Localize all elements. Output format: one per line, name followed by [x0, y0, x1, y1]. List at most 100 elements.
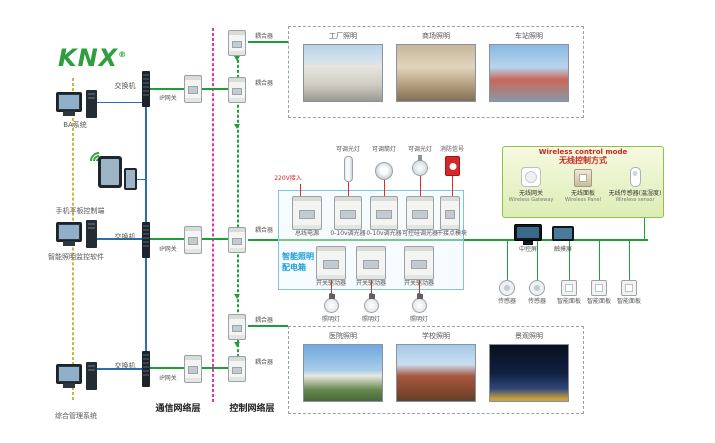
- pc1-link-line: [96, 102, 145, 103]
- row2-link-b: [202, 238, 228, 240]
- lamp-icon-3: [412, 298, 427, 313]
- wireless-sensor-icon: [629, 167, 641, 188]
- wireless-sensor-label-en: Wireless sensor: [615, 197, 655, 204]
- coupler-top-scene-line: [248, 41, 288, 43]
- coupler-icon-5: [228, 356, 246, 382]
- tablet-icon: [98, 156, 122, 188]
- switch-icon-3: [142, 351, 150, 387]
- module-drycontact-label: 干接点模块: [436, 230, 468, 237]
- wireless-gateway-label-en: Wireless Gateway: [508, 197, 554, 204]
- coupler-label-2: 耦合器: [254, 80, 274, 87]
- row1-link-b: [202, 88, 228, 90]
- communication-layer-label: 通信网络层: [155, 404, 201, 414]
- ip-gateway-label-2: IP网关: [159, 246, 177, 253]
- lamp-icon-2: [364, 298, 379, 313]
- scene-photo-factory: [303, 44, 383, 102]
- pc2-link-line: [96, 238, 145, 240]
- smart-panel-label-3: 智能面板: [616, 298, 642, 305]
- monitor-software-label: 智能照明监控软件: [48, 253, 104, 261]
- mains-input-line: [300, 184, 301, 196]
- lamp-label-2: 照明灯: [361, 316, 381, 323]
- module-dimmer1-label: 0-10v调光器: [330, 230, 366, 237]
- coupler-icon-1: [228, 30, 246, 56]
- pc-monitor-sw-icon: [56, 222, 82, 242]
- panel1-drop-line: [569, 241, 570, 280]
- coupler-label-4: 耦合器: [254, 317, 274, 324]
- row3-link-a: [150, 367, 184, 369]
- module-dimmer2-label: 0-10v调光器: [366, 230, 402, 237]
- wireless-gateway-label-cn: 无线网关: [518, 190, 543, 198]
- load-line-3: [420, 176, 421, 196]
- scene-photo-landscape: [489, 344, 569, 402]
- smart-panel-icon-2: [591, 280, 607, 296]
- wireless-panel-label-cn: 无线面板: [570, 190, 595, 198]
- touch-screen-icon: [552, 226, 574, 241]
- module-bus-power-label: 总线电源: [294, 230, 320, 237]
- scene-label-landscape: 景观照明: [515, 332, 543, 340]
- coupler-icon-2: [228, 77, 246, 103]
- smart-panel-label-2: 智能面板: [586, 298, 612, 305]
- scene-photo-station: [489, 44, 569, 102]
- module-triac-label: 可控硅调光器: [401, 230, 439, 237]
- ip-gateway-label-3: IP网关: [159, 375, 177, 382]
- touch-screen-label: 触摸屏: [553, 246, 573, 253]
- mains-input-label: 220V接入: [274, 175, 302, 182]
- row1-link-a: [150, 88, 184, 90]
- wireless-sensor-label-cn: 无线传感器(温湿度): [608, 190, 662, 198]
- switch-label-1: 交换机: [114, 82, 136, 90]
- fire-signal-label: 消防信号: [439, 146, 465, 153]
- distbox-title-line2: 配电箱: [282, 263, 306, 272]
- module-dimmer-010v-1: [334, 196, 362, 230]
- scene-label-station: 车站照明: [515, 32, 543, 40]
- knx-logo: KNX®: [58, 44, 128, 72]
- backbone-arrow-3: [234, 294, 240, 299]
- lamp-label-3: 照明灯: [409, 316, 429, 323]
- load-line-4: [452, 176, 453, 196]
- ip-gateway-icon-2: [184, 226, 202, 254]
- coupler-label-5: 耦合器: [254, 359, 274, 366]
- central-screen-label: 中控屏: [518, 246, 538, 253]
- tube-light-icon: [344, 156, 353, 182]
- module-dry-contact: [440, 196, 460, 230]
- sensor1-drop-line: [507, 241, 508, 280]
- wireless-control-box: Wireless control mode 无线控制方式 无线网关 Wirele…: [502, 146, 664, 218]
- scene-label-mall: 商场照明: [422, 32, 450, 40]
- module-dimmer-010v-2: [370, 196, 398, 230]
- smart-panel-label-1: 智能面板: [556, 298, 582, 305]
- wireless-sensor-item: 无线传感器(温湿度) Wireless sensor: [609, 167, 661, 203]
- dimmable-downlight-label: 可调筒灯: [371, 146, 397, 153]
- panel2-drop-line: [599, 241, 600, 280]
- wireless-panel-label-en: Wireless Panel: [565, 197, 601, 204]
- lamp-line-2: [371, 280, 372, 298]
- ip-gateway-icon-3: [184, 355, 202, 383]
- pc3-link-line: [96, 368, 145, 370]
- scene-label-hospital: 医院照明: [329, 332, 357, 340]
- wireless-drop-line: [644, 218, 645, 239]
- ceiling-lamp-icon: [412, 160, 428, 176]
- mgmt-system-label: 综合管理系统: [55, 412, 97, 420]
- coupler-label-1: 耦合器: [254, 33, 274, 40]
- wireless-panel-item: 无线面板 Wireless Panel: [557, 169, 609, 203]
- lamp-icon-1: [324, 298, 339, 313]
- sensor-icon-1: [499, 280, 515, 296]
- sensor-label-2: 传感器: [527, 298, 547, 305]
- sensor-icon-2: [529, 280, 545, 296]
- ip-gateway-label-1: IP网关: [159, 95, 177, 102]
- coupler-icon-4: [228, 314, 246, 340]
- wireless-items: 无线网关 Wireless Gateway 无线面板 Wireless Pane…: [503, 167, 663, 203]
- mobile-label: 手机平板控制端: [55, 207, 105, 215]
- lamp-label-1: 照明灯: [321, 316, 341, 323]
- wireless-title-cn: 无线控制方式: [559, 155, 607, 165]
- row2-link-a: [150, 238, 184, 240]
- coupler-label-3: 耦合器: [254, 227, 274, 234]
- pc-ba-tower-icon: [86, 90, 97, 118]
- central-screen-icon: [514, 224, 542, 241]
- pc-monitor-sw-tower-icon: [86, 220, 97, 248]
- dimmable-light-label-1: 可调光灯: [335, 146, 361, 153]
- wireless-gateway-icon: [521, 167, 541, 188]
- load-line-2: [384, 180, 385, 196]
- downlight-icon: [375, 162, 393, 180]
- switch-label-3: 交换机: [114, 362, 136, 370]
- coupler-icon-3: [228, 227, 246, 253]
